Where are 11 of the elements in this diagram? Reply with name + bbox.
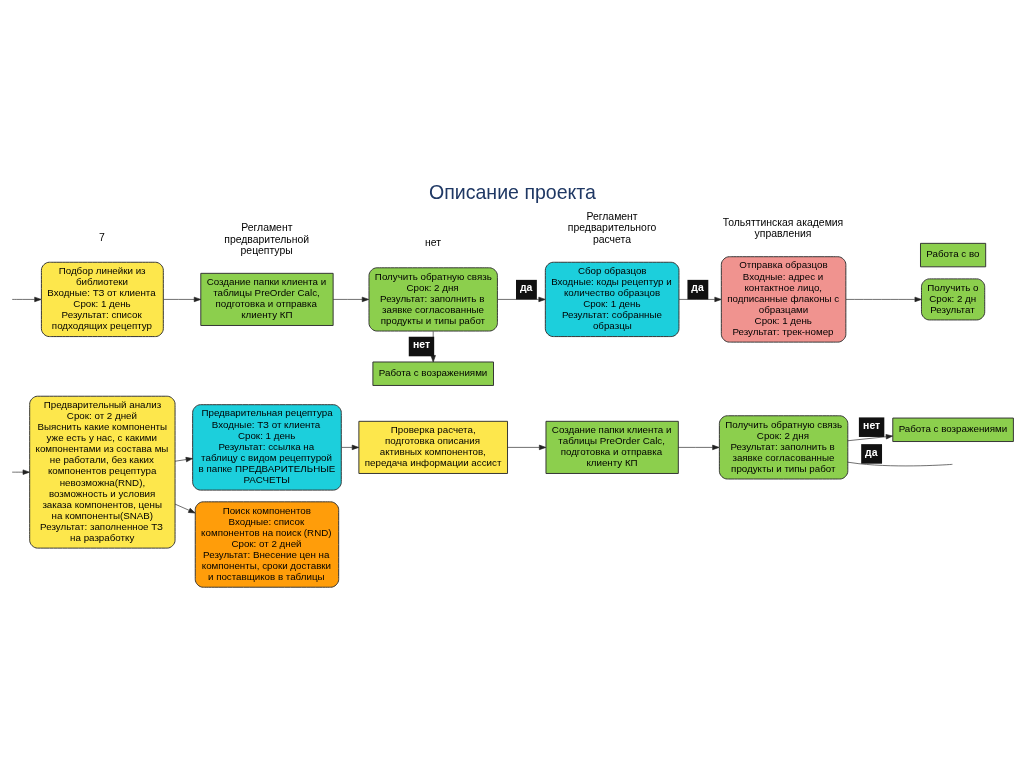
label: 7 [98, 231, 105, 243]
label: Тольяттинская академия управления [722, 216, 843, 239]
edge-label: да [519, 281, 532, 293]
label: Регламент предварительной рецептуры [223, 221, 309, 256]
edge-label: нет [412, 338, 430, 350]
edge-label: нет [862, 419, 880, 431]
label: Регламент предварительного расчета [567, 210, 656, 245]
edge-label: да [864, 446, 878, 458]
edge-label: да [690, 281, 704, 293]
label: нет [424, 236, 441, 248]
diagram-title: Описание проекта [428, 180, 596, 203]
